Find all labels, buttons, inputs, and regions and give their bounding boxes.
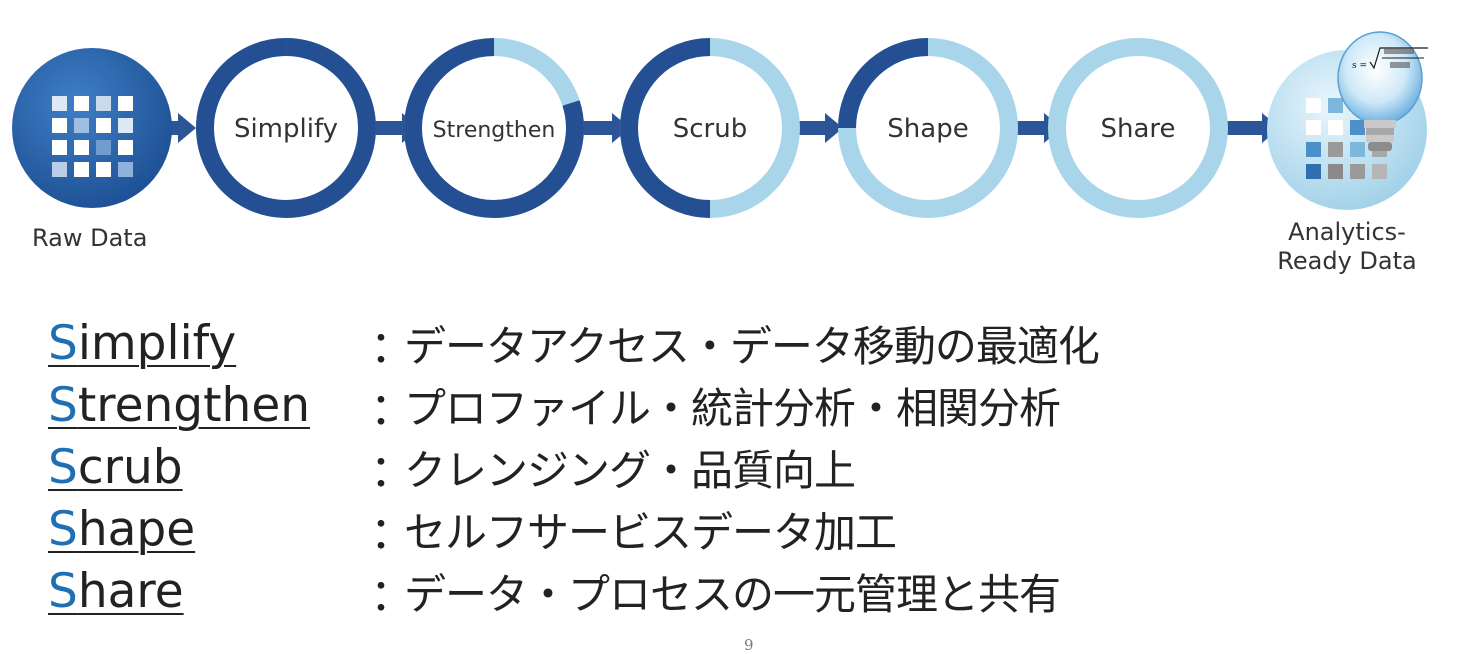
grid-cell [52,162,67,177]
legend-term-initial: S [48,378,78,433]
legend-term-initial: S [48,316,78,371]
step-rings: Simplify Strengthen Scrub Shape Share [205,47,1219,209]
legend-description: クレンジング・品質向上 [404,437,855,498]
legend-term[interactable]: Scrub [48,440,370,495]
grid-cell [1350,164,1365,179]
grid-cell [1372,164,1387,179]
analytics-ready-label-line1: Analytics- [1262,218,1432,247]
legend-separator: ： [370,435,404,499]
grid-cell [96,96,111,111]
legend-term-initial: S [48,502,78,557]
step-node-share: Share [1057,47,1219,209]
grid-cell [96,118,111,133]
grid-cell [118,96,133,111]
legend-description: データアクセス・データ移動の最適化 [404,313,1099,374]
page-number: 9 [744,636,754,654]
legend-separator: ： [370,497,404,561]
legend-term-rest: hare [78,564,184,619]
analytics-ready-label-line2: Ready Data [1262,247,1432,276]
grid-cell [1306,98,1321,113]
step-node-scrub: Scrub [629,47,791,209]
grid-cell [1350,120,1365,135]
legend-term[interactable]: Strengthen [48,378,370,433]
legend-term-rest: trengthen [78,378,310,433]
grid-cell [118,140,133,155]
step-node-shape: Shape [847,47,1009,209]
legend-description: セルフサービスデータ加工 [404,499,896,560]
grid-cell [118,118,133,133]
grid-cell [1328,98,1343,113]
raw-data-label: Raw Data [32,224,147,253]
analytics-ready-label: Analytics- Ready Data [1262,218,1432,276]
grid-cell [1328,164,1343,179]
grid-cell [52,140,67,155]
grid-cell [74,162,89,177]
step-label: Simplify [234,114,338,144]
step-label: Share [1100,114,1175,144]
grid-cell [1306,120,1321,135]
grid-cell [74,96,89,111]
grid-cell [1328,120,1343,135]
grid-cell [74,140,89,155]
step-node-simplify: Simplify [205,47,367,209]
legend-row: Simplify：データアクセス・データ移動の最適化 [48,312,1099,374]
legend-term-initial: S [48,564,78,619]
step-label: Strengthen [433,118,556,143]
step-label: Shape [887,114,968,144]
legend-separator: ： [370,373,404,437]
grid-cell [96,140,111,155]
step-label: Scrub [673,114,747,144]
legend-term[interactable]: Simplify [48,316,370,371]
legend-term-rest: implify [78,316,236,371]
legend-row: Share：データ・プロセスの一元管理と共有 [48,560,1099,622]
grid-cell [118,162,133,177]
step-node-strengthen: Strengthen [413,47,575,209]
legend-description: データ・プロセスの一元管理と共有 [404,561,1060,622]
legend-row: Scrub：クレンジング・品質向上 [48,436,1099,498]
grid-cell [1306,164,1321,179]
grid-cell [52,118,67,133]
legend-row: Strengthen：プロファイル・統計分析・相関分析 [48,374,1099,436]
grid-cell [1350,142,1365,157]
legend-row: Shape：セルフサービスデータ加工 [48,498,1099,560]
formula-text: s = [1352,61,1367,71]
legend-term[interactable]: Shape [48,502,370,557]
legend-separator: ： [370,559,404,623]
legend-separator: ： [370,311,404,375]
legend-description: プロファイル・統計分析・相関分析 [404,375,1060,436]
grid-cell [74,118,89,133]
grid-cell [52,96,67,111]
grid-cell [96,162,111,177]
analytics-ready-node: s = [1267,32,1428,210]
legend-term-rest: hape [78,502,195,557]
grid-cell [1328,142,1343,157]
legend-term-rest: crub [78,440,183,495]
legend-term-initial: S [48,440,78,495]
raw-data-node [12,48,172,208]
process-diagram: Simplify Strengthen Scrub Shape Share s = [0,0,1470,300]
grid-cell [1306,142,1321,157]
legend-term[interactable]: Share [48,564,370,619]
